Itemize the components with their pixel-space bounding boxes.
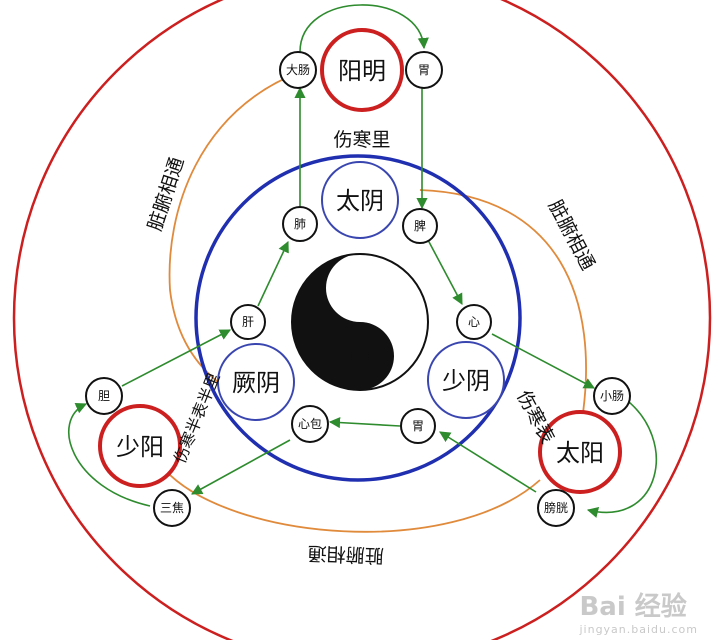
organ-label-xinbao: 心包 — [298, 417, 322, 431]
yin-yang-symbol — [291, 253, 429, 391]
label-zangfu-bottom: 脏腑相通 — [307, 542, 384, 567]
organ-label-gan: 肝 — [242, 315, 254, 329]
connection-curve-left — [168, 71, 301, 389]
connection-curve-right — [419, 189, 587, 421]
organ-label-dachang: 大肠 — [286, 63, 310, 77]
meridian-label-taiyang: 太阳 — [556, 439, 604, 467]
meridian-taiyang: 太阳 — [538, 410, 622, 494]
arrow-pi-to-xin — [427, 239, 463, 305]
meridian-yangming: 阳明 — [320, 28, 404, 112]
organ-gan: 肝 — [230, 304, 266, 340]
arrow-dan-to-gan — [121, 329, 231, 387]
organ-wei-top: 胃 — [405, 51, 443, 89]
organ-label-fei: 肺 — [294, 217, 306, 231]
meridian-label-taiyin: 太阴 — [336, 187, 384, 215]
watermark-brand: Bai 经验 — [579, 592, 687, 622]
organ-dan: 胆 — [85, 377, 123, 415]
organ-pangguang: 膀胱 — [537, 489, 575, 527]
meridian-label-jueyin: 厥阴 — [232, 369, 280, 397]
organ-label-wei-top: 胃 — [418, 63, 430, 77]
arrow-dachang-to-wei — [299, 4, 429, 53]
arrow-pangguang-to-wei — [439, 431, 537, 493]
meridian-shaoyang: 少阳 — [98, 404, 182, 488]
label-shanghan-banbiaobanli: 伤寒半表半里 — [170, 370, 224, 466]
meridian-label-shaoyang: 少阳 — [116, 433, 164, 461]
meridian-jueyin: 厥阴 — [217, 343, 295, 421]
organ-xinbao: 心包 — [291, 405, 329, 443]
arrow-gan-to-fei — [257, 240, 289, 307]
arrow-sanjiao-to-dan — [68, 402, 151, 507]
meridian-label-shaoyin: 少阴 — [442, 367, 490, 395]
label-shanghan-biao: 伤寒表 — [512, 387, 558, 448]
meridian-shaoyin: 少阴 — [427, 341, 505, 419]
flow-arrows — [68, 4, 658, 518]
watermark: Bai 经验 jingyan.baidu.com — [579, 586, 698, 636]
organ-label-xin: 心 — [468, 315, 480, 329]
meridian-taiyin: 太阴 — [321, 161, 399, 239]
organ-label-pangguang: 膀胱 — [544, 500, 568, 515]
organ-xin: 心 — [456, 304, 492, 340]
organ-label-xiaochang: 小肠 — [600, 389, 624, 403]
meridian-label-yangming: 阳明 — [338, 57, 386, 85]
label-zangfu-left: 脏腑相通 — [144, 155, 188, 234]
organ-xiaochang: 小肠 — [593, 377, 631, 415]
outer-ring — [12, 0, 712, 644]
organ-wei-bottom: 胃 — [400, 408, 436, 444]
organ-sanjiao: 三焦 — [153, 489, 191, 527]
label-zangfu-right: 脏腑相通 — [544, 196, 599, 273]
organ-label-dan: 胆 — [98, 389, 110, 403]
organ-dachang: 大肠 — [279, 51, 317, 89]
organ-label-wei-bottom: 胃 — [412, 419, 424, 433]
organ-pi: 脾 — [402, 208, 438, 244]
connection-curves — [164, 71, 587, 533]
inner-ring — [194, 154, 522, 482]
organ-label-sanjiao: 三焦 — [160, 501, 184, 515]
arrow-xinbao-to-sanjiao — [191, 439, 291, 495]
organ-label-pi: 脾 — [414, 218, 426, 233]
connection-curve-bottom — [164, 469, 541, 533]
label-shanghan-li: 伤寒里 — [333, 129, 390, 151]
organ-fei: 肺 — [282, 206, 318, 242]
arrow-wei-to-xinbao — [328, 416, 401, 429]
watermark-url: jingyan.baidu.com — [579, 623, 698, 636]
arrow-xiaochang-to-pangguang — [586, 397, 658, 518]
arrow-xin-to-xiaochang — [491, 333, 595, 389]
